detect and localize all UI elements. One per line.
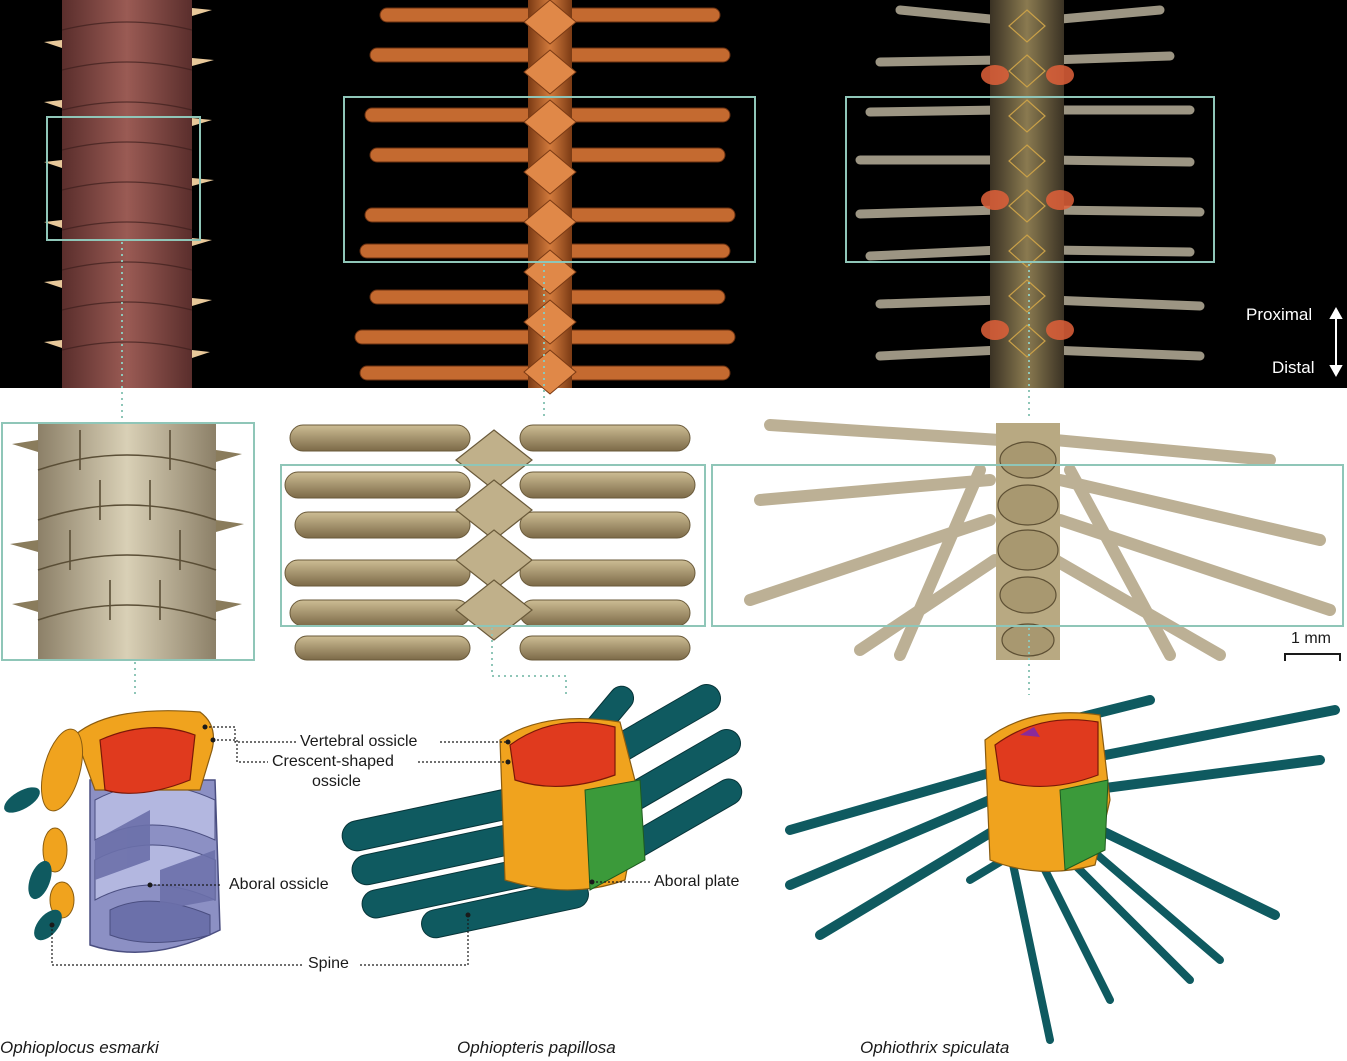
- label-crescent-line2: ossicle: [312, 773, 361, 790]
- model-ophiopteris: [341, 684, 743, 939]
- scale-bar: [1284, 653, 1341, 661]
- ct-frame-a: [1, 422, 255, 661]
- photo-inset-frames: [46, 96, 1215, 263]
- species-name-1: Ophioplocus esmarki: [0, 1038, 159, 1057]
- species-name-2: Ophiopteris papillosa: [457, 1038, 616, 1057]
- label-aboral-plate: Aboral plate: [654, 873, 740, 890]
- label-aboral-ossicle: Aboral ossicle: [229, 876, 329, 893]
- ct-frames: [1, 422, 1344, 661]
- label-crescent-line1: Crescent-shaped: [272, 753, 394, 770]
- photo-ophiothrix: [855, 0, 1205, 388]
- inset-frame-a: [46, 116, 201, 241]
- orientation-arrow: [1329, 306, 1343, 378]
- photo-ophiopteris: [354, 0, 736, 395]
- model-ophiothrix: [785, 695, 1340, 1044]
- label-spine: Spine: [308, 955, 349, 972]
- distal-label: Distal: [1272, 358, 1315, 377]
- proximal-label: Proximal: [1246, 305, 1313, 324]
- ct-frame-b: [280, 464, 706, 627]
- connectors-bottom: [134, 628, 1030, 695]
- connectors-top: [121, 242, 1030, 423]
- ct-ophiothrix: [744, 419, 1336, 661]
- scale-bar-label: 1 mm: [1291, 630, 1331, 647]
- photo-ophioplocus: [44, 0, 214, 388]
- ct-ophiopteris: [284, 424, 696, 661]
- photo-band: [0, 0, 1347, 388]
- inset-frame-b: [343, 96, 756, 263]
- species-name-3: Ophiothrix spiculata: [860, 1038, 1010, 1057]
- ct-ophioplocus: [10, 423, 244, 660]
- inset-frame-c: [845, 96, 1215, 263]
- model-ophioplocus: [4, 710, 221, 953]
- label-vertebral-ossicle: Vertebral ossicle: [300, 733, 418, 750]
- ct-frame-c: [711, 464, 1344, 627]
- annotation-leaders: [51, 726, 650, 966]
